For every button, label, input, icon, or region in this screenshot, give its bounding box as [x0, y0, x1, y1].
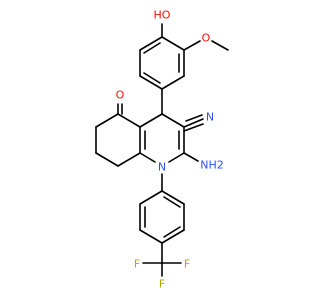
hydroxyl-label: HO: [154, 9, 171, 22]
ring-nitrogen-label: N: [158, 161, 166, 174]
bond: [95, 113, 119, 128]
bond: [95, 152, 119, 167]
atom-labels: HO O O N N NH2 F F F: [116, 9, 224, 291]
bond: [161, 75, 185, 90]
bond: [163, 196, 181, 208]
bond: [161, 229, 185, 244]
bond: [117, 113, 141, 128]
methoxy-oxygen-label: O: [202, 32, 211, 45]
bond: [161, 36, 185, 51]
bond: [139, 113, 163, 128]
bonds: [95, 23, 229, 277]
bond: [168, 152, 185, 163]
bond: [183, 152, 199, 162]
fluorine-label: F: [159, 278, 165, 291]
bond: [139, 229, 163, 244]
fluorine-label: F: [134, 258, 140, 271]
nitrile-nitrogen-label: N: [206, 111, 214, 124]
bond: [161, 190, 185, 205]
bond: [185, 114, 203, 122]
bond: [163, 226, 181, 238]
bond: [143, 42, 161, 54]
bond: [139, 75, 163, 90]
bond: [161, 113, 185, 128]
ketone-oxygen-label: O: [116, 89, 125, 102]
bond: [139, 36, 163, 51]
bond: [117, 152, 141, 167]
fluorine-label: F: [184, 258, 190, 271]
bond: [139, 190, 163, 205]
bond: [211, 40, 229, 51]
bond: [183, 40, 201, 51]
bond: [143, 72, 161, 84]
bond: [183, 123, 204, 132]
amine-label: NH2: [200, 159, 224, 172]
bond: [183, 118, 204, 128]
bond: [139, 152, 156, 163]
structure-diagram: HO O O N N NH2 F F F: [95, 9, 229, 291]
